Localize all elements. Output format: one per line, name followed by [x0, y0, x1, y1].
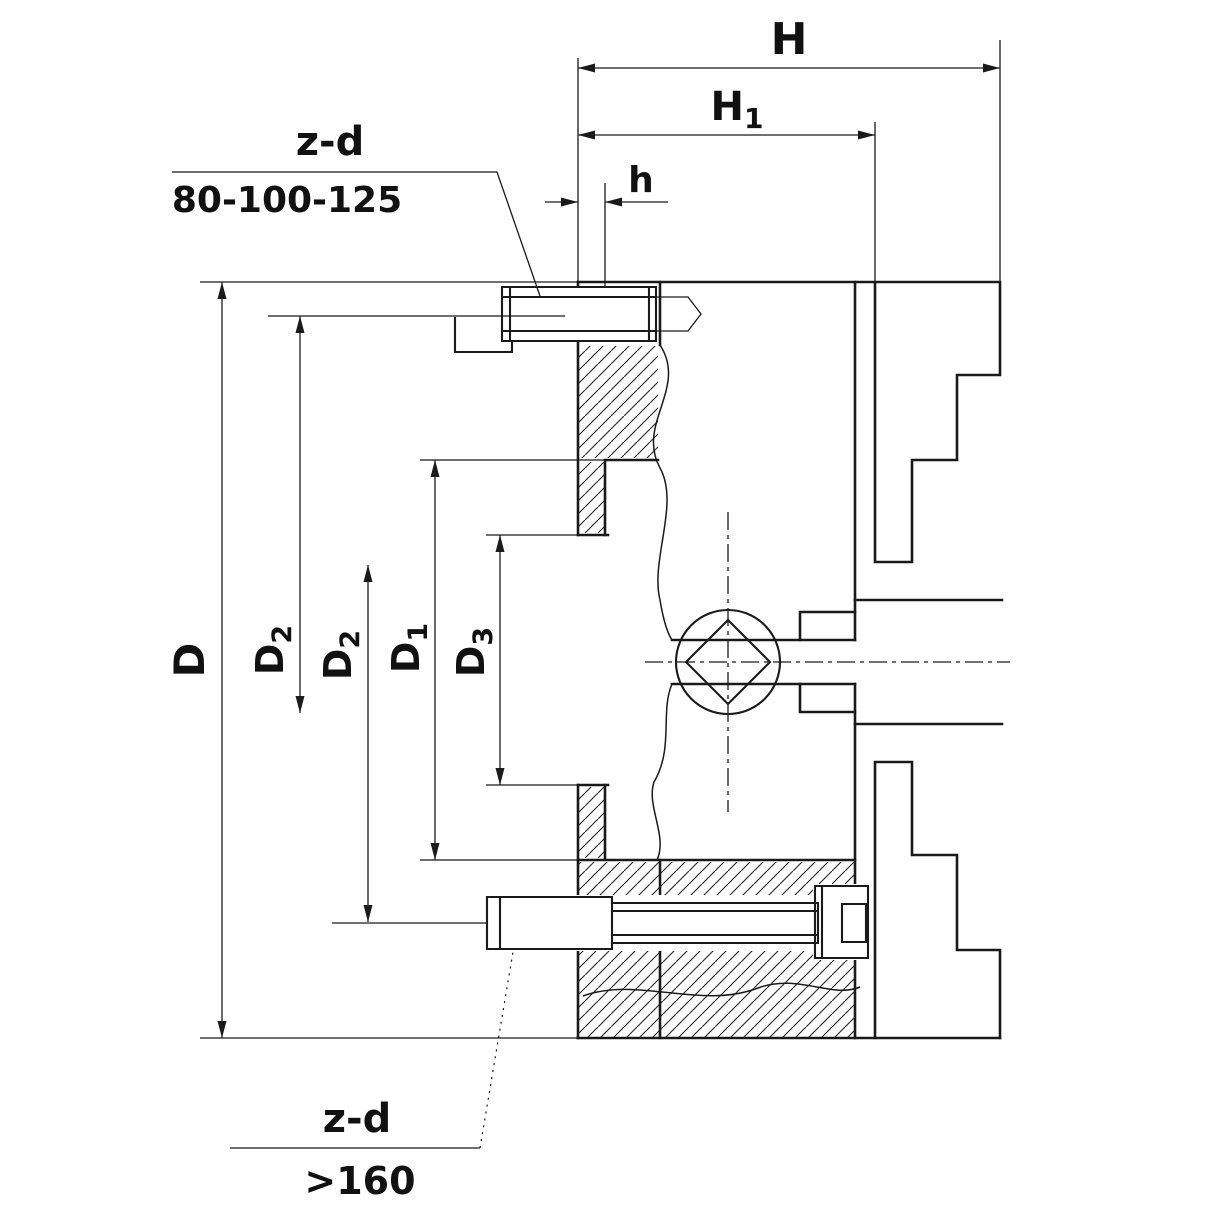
- hatch-body-lower-band1: [578, 862, 855, 896]
- label-D2-outer-sub: 2: [267, 625, 298, 644]
- outline-flange-recess: [576, 458, 857, 862]
- hatch-body-lower-band2: [578, 951, 855, 1037]
- leader-bottom-note: [479, 951, 514, 1149]
- arrow-h-left: [561, 197, 578, 207]
- arrow-H1-left: [578, 130, 595, 140]
- arrow-D-top: [217, 282, 227, 299]
- note-top-line1: z-d: [296, 119, 365, 165]
- arrow-D2-outer-top: [295, 316, 305, 333]
- flange-counterbore-step: [453, 316, 514, 354]
- bottom-bolt: [485, 884, 870, 960]
- dimension-labels: H H1 h D D2 D2 D1 D3: [165, 14, 807, 680]
- label-D2-inner-sub: 2: [335, 630, 366, 649]
- outline-flange-bore: [576, 533, 610, 787]
- arrow-D-bottom: [217, 1021, 227, 1038]
- top-bolt-tapped-hole: [656, 296, 702, 332]
- extension-lines: [200, 40, 1001, 1039]
- top-bolt-body: [500, 285, 658, 343]
- arrow-D2-inner-bottom: [363, 905, 373, 922]
- label-D2-inner: D2: [316, 630, 366, 680]
- arrow-D3-bottom: [495, 768, 505, 785]
- label-D3-sub: 3: [468, 627, 499, 646]
- label-D2-inner-main: D: [316, 649, 360, 681]
- arrow-H1-right: [858, 130, 875, 140]
- leader-top-note: [172, 171, 541, 297]
- label-D1-sub: 1: [403, 623, 434, 642]
- arrow-D2-inner-top: [363, 565, 373, 582]
- bottom-bolt-shank: [610, 901, 820, 945]
- arrow-D1-top: [430, 460, 440, 477]
- bottom-bolt-head: [485, 895, 614, 951]
- outline-jaw-guide-upper: [798, 610, 857, 642]
- section-hatching: [578, 346, 855, 1037]
- part-outlines: [576, 280, 1004, 1040]
- arrow-H-right: [983, 63, 1000, 73]
- drive-socket-circle: [674, 608, 782, 716]
- bottom-bolt-mask: [485, 895, 817, 951]
- label-H1-main: H: [711, 84, 744, 130]
- label-H1: H1: [711, 84, 764, 135]
- break-lines: [582, 344, 861, 997]
- centerlines-and-drive: [645, 512, 1010, 812]
- arrow-D1-bottom: [430, 843, 440, 860]
- leader-lines: [172, 171, 541, 1149]
- note-bottom-line1: z-d: [323, 1096, 392, 1142]
- arrow-D2-outer-bottom: [295, 696, 305, 713]
- label-D1-main: D: [384, 642, 428, 674]
- note-bottom-line2: >160: [304, 1159, 415, 1203]
- outline-center-bore: [853, 598, 1004, 726]
- label-H1-sub: 1: [744, 102, 763, 135]
- label-D3: D3: [449, 627, 499, 677]
- label-h: h: [628, 160, 654, 201]
- hatch-flange-upper: [578, 346, 658, 458]
- arrow-D3-top: [495, 535, 505, 552]
- hatch-flange-upper-inner: [578, 462, 605, 533]
- dimension-lines: [221, 67, 1000, 1038]
- break-line-middle: [651, 683, 673, 861]
- label-D2-outer: D2: [248, 625, 298, 675]
- note-top-line2: 80-100-125: [172, 180, 402, 221]
- arrowheads: [217, 63, 1000, 1038]
- hatch-flange-lower-inner: [578, 787, 605, 858]
- arrow-h-right: [605, 197, 622, 207]
- outline-bottom-jaw: [873, 760, 1002, 1040]
- break-line-upper: [652, 344, 673, 641]
- label-D2-outer-main: D: [248, 644, 292, 676]
- label-D: D: [165, 643, 214, 678]
- label-H: H: [771, 14, 808, 65]
- break-line-bottom: [582, 982, 861, 997]
- outline-top-jaw: [576, 280, 1002, 564]
- top-bolt: [453, 285, 702, 354]
- bottom-bolt-pocket: [813, 884, 870, 960]
- drive-square-key: [684, 618, 772, 706]
- label-D3-main: D: [449, 646, 493, 678]
- outline-jaw-guide-lower: [798, 682, 857, 714]
- notes: z-d 80-100-125 z-d >160: [172, 119, 416, 1203]
- arrow-H-left: [578, 63, 595, 73]
- label-D1: D1: [384, 623, 434, 673]
